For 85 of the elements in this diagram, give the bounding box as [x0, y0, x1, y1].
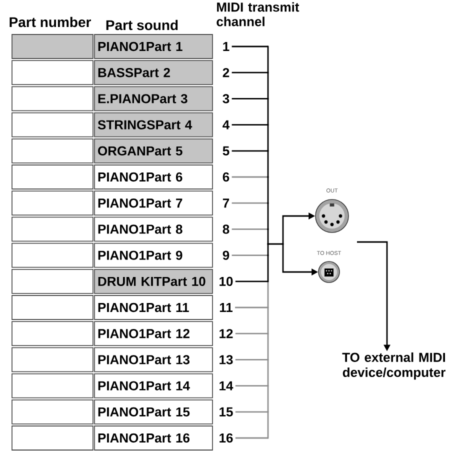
bus-line — [235, 385, 268, 386]
bus-line — [232, 124, 268, 126]
bus-line — [235, 332, 268, 334]
blank-cell — [12, 138, 94, 164]
channel-number: 13 — [220, 355, 233, 364]
blank-cell — [12, 321, 94, 346]
destination-label: TO external MIDI device/computer — [342, 352, 446, 380]
sound-cell: PIANO1Part 6 — [94, 164, 213, 190]
channel-number: 10 — [220, 276, 233, 286]
channel-number: 12 — [220, 329, 233, 338]
column-header: MIDI transmit channel — [216, 2, 300, 26]
bus-line — [235, 411, 268, 413]
column-header: Part number — [10, 16, 91, 28]
sound-cell: PIANO1Part 8 — [94, 216, 213, 242]
bus-line — [267, 411, 269, 439]
blank-cell — [12, 190, 94, 216]
channel-number: 8 — [222, 224, 230, 234]
bus-line — [232, 228, 268, 230]
bus-line — [267, 150, 269, 178]
sound-cell: PIANO1Part 11 — [94, 295, 213, 320]
channel-number: 5 — [222, 146, 230, 156]
bus-line — [232, 98, 268, 100]
bus-line — [267, 46, 269, 74]
sound-cell: ORGANPart 5 — [94, 138, 213, 164]
blank-cell — [12, 399, 94, 424]
blank-cell — [12, 216, 94, 242]
sound-cell: DRUM KITPart 10 — [94, 268, 213, 294]
bus-line — [267, 385, 269, 413]
channel-number: 1 — [223, 42, 230, 51]
channel-number: 14 — [220, 381, 234, 390]
blank-cell — [12, 295, 94, 320]
bus-line — [267, 98, 269, 126]
bus-line — [267, 243, 284, 245]
sound-cell: PIANO1Part 9 — [94, 242, 213, 268]
column-header: Part sound — [106, 20, 178, 30]
channel-number: 6 — [222, 172, 230, 182]
channel-number: 4 — [222, 120, 230, 130]
bus-line — [267, 228, 269, 245]
bus-line — [232, 72, 268, 74]
blank-cell — [12, 347, 94, 372]
sound-cell: PIANO1Part 1 — [94, 34, 213, 59]
bus-line — [267, 306, 269, 334]
blank-cell — [12, 112, 94, 138]
bus-line — [267, 124, 269, 152]
blank-cell — [12, 268, 94, 294]
sound-cell: PIANO1Part 16 — [94, 426, 213, 450]
sound-cell: BASSPart 2 — [94, 60, 213, 86]
bus-line — [267, 332, 269, 360]
sound-cell: PIANO1Part 12 — [94, 321, 213, 346]
sound-cell: PIANO1Part 7 — [94, 190, 213, 216]
blank-cell — [12, 34, 94, 59]
bus-line — [232, 46, 268, 48]
channel-number: 7 — [222, 198, 230, 208]
bus-line — [267, 359, 269, 386]
channel-number: 9 — [222, 250, 230, 260]
bus-line — [235, 359, 268, 360]
bus-line — [267, 72, 269, 100]
blank-cell — [12, 426, 94, 450]
blank-cell — [12, 164, 94, 190]
blank-cell — [12, 242, 94, 268]
bus-line — [235, 280, 268, 282]
channel-number: 16 — [220, 433, 233, 443]
sound-cell: STRINGSPart 4 — [94, 112, 213, 138]
blank-cell — [12, 60, 94, 86]
bus-line — [232, 150, 268, 152]
bus-line — [232, 202, 268, 204]
channel-number: 11 — [220, 303, 232, 312]
bus-line — [232, 254, 268, 256]
channel-number: 15 — [220, 407, 233, 416]
bus-line — [235, 437, 268, 439]
channel-number: 3 — [222, 94, 230, 104]
bus-line — [267, 202, 269, 230]
blank-cell — [12, 373, 94, 398]
bus-line — [235, 306, 268, 308]
sound-cell: PIANO1Part 13 — [94, 347, 213, 372]
bus-line — [232, 176, 268, 178]
sound-cell: PIANO1Part 14 — [94, 373, 213, 398]
bus-line — [267, 254, 269, 282]
bus-line — [267, 243, 269, 256]
channel-number: 2 — [222, 68, 230, 78]
blank-cell — [12, 86, 94, 112]
sound-cell: PIANO1Part 15 — [94, 399, 213, 424]
sound-cell: E.PIANOPart 3 — [94, 86, 213, 112]
bus-line — [267, 176, 269, 204]
bus-line — [267, 280, 269, 308]
